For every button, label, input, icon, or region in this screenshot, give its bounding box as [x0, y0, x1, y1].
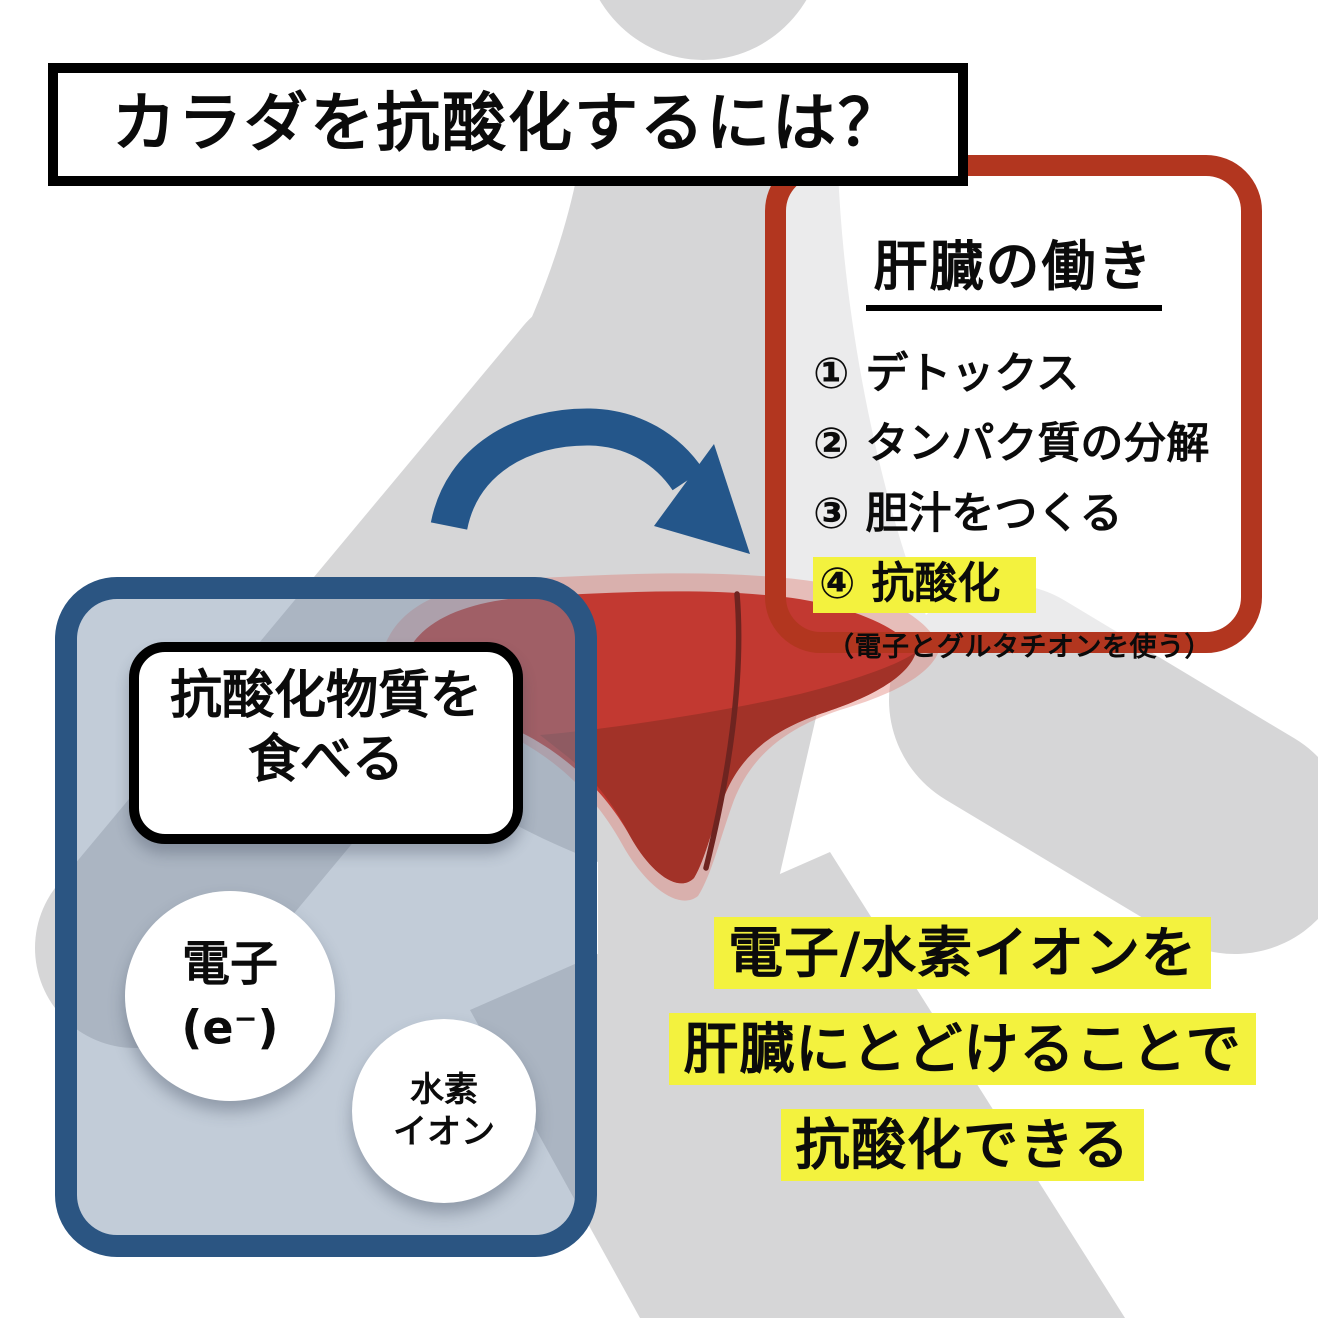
arrow-head [654, 444, 750, 554]
liver-panel-note: （電子とグルタチオンを使う） [827, 632, 1212, 663]
eat-label-line2: 食べる [247, 730, 404, 790]
electron-label: 電子 [181, 935, 278, 992]
liver-functions-panel: 肝臓の働き ① デトックス ② タンパク質の分解 ③ 胆汁をつくる ④ 抗酸化 （電子と… [765, 155, 1262, 663]
liver-fissure-line [703, 591, 742, 871]
item-number: ④ [819, 559, 856, 609]
arrow-shaft [430, 408, 704, 531]
conclusion-line-2: 肝臓にとどけることで [630, 1008, 1295, 1104]
eat-antioxidants-label-box: 抗酸化物質を 食べる [129, 642, 523, 844]
liver-function-item-1: ① デトックス [813, 339, 1241, 409]
conclusion-line-1: 電子/水素イオンを [630, 912, 1295, 1008]
eat-antioxidants-panel: 抗酸化物質を 食べる 電子 (e−) 水素 イオン [55, 577, 597, 1257]
hydrogen-label-line2: イオン [393, 1112, 495, 1152]
liver-functions-list: ① デトックス ② タンパク質の分解 ③ 胆汁をつくる ④ 抗酸化 （電子とグルタチオン… [786, 339, 1241, 664]
item-label: デトックス [865, 349, 1080, 399]
electron-formula: (e−) [181, 1000, 279, 1055]
highlighted-item: ④ 抗酸化 [813, 557, 1037, 613]
item-number: ① [813, 349, 850, 399]
main-title: カラダを抗酸化するには？ [112, 87, 904, 161]
item-label: 抗酸化 [871, 559, 1001, 609]
conclusion-text-block: 電子/水素イオンを 肝臓にとどけることで 抗酸化できる [630, 912, 1295, 1200]
item-label: タンパク質の分解 [865, 419, 1210, 469]
hydrogen-label-line1: 水素 [410, 1070, 478, 1110]
liver-function-item-3: ③ 胆汁をつくる [813, 479, 1241, 549]
electron-circle: 電子 (e−) [125, 891, 335, 1101]
liver-function-item-4: ④ 抗酸化 [813, 549, 1241, 619]
hydrogen-ion-circle: 水素 イオン [352, 1019, 536, 1203]
conclusion-line-3: 抗酸化できる [630, 1104, 1295, 1200]
main-title-box: カラダを抗酸化するには？ [48, 63, 968, 186]
head-silhouette [599, 0, 807, 60]
item-number: ② [813, 419, 850, 469]
right-forearm-silhouette [889, 584, 1318, 954]
item-number: ③ [813, 489, 850, 539]
liver-panel-title: 肝臓の働き [865, 222, 1162, 311]
item-label: 胆汁をつくる [865, 489, 1123, 539]
liver-function-item-2: ② タンパク質の分解 [813, 409, 1241, 479]
eat-label-line1: 抗酸化物質を [169, 666, 482, 726]
